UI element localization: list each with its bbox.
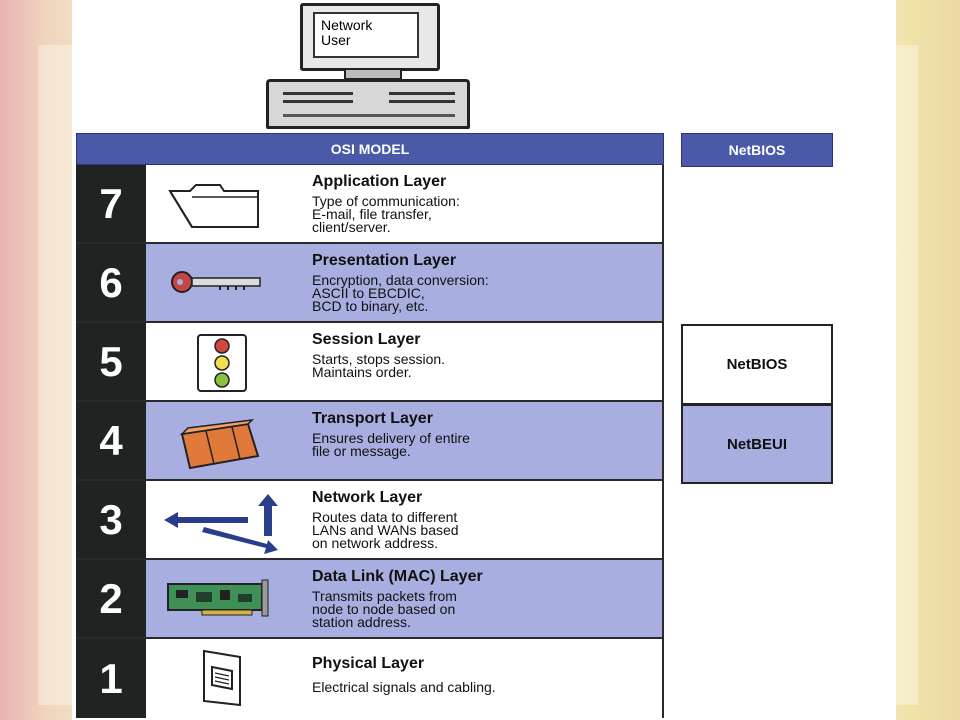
layer-3-row: 3 Network Layer Routes data to different… <box>76 481 664 560</box>
traffic-light-icon <box>197 334 247 392</box>
layer-number: 3 <box>76 481 146 558</box>
layer-title: Network Layer <box>312 489 423 506</box>
netbeui-box: NetBEUI <box>681 404 833 484</box>
monitor-icon: Network User <box>300 3 440 71</box>
osi-layers: 7 Application Layer Type of communicatio… <box>76 165 664 718</box>
osi-model-header: OSI MODEL <box>76 133 664 165</box>
screen-line-2: User <box>321 32 351 48</box>
layer-description: Transmits packets from node to node base… <box>312 588 457 630</box>
layer-number: 6 <box>76 244 146 321</box>
layer-number: 4 <box>76 402 146 479</box>
layer-1-row: 1 Physical Layer Electrical signals and … <box>76 639 664 718</box>
layer-description: Starts, stops session. Maintains order. <box>312 351 446 380</box>
layer-title: Session Layer <box>312 331 421 348</box>
layer-7-row: 7 Application Layer Type of communicatio… <box>76 165 664 244</box>
monitor-screen: Network User <box>313 12 419 58</box>
computer-case-icon <box>266 79 470 129</box>
netbios-header: NetBIOS <box>681 133 833 167</box>
layer-2-row: 2 Data Link (MAC) Layer Transmits packet… <box>76 560 664 639</box>
layer-title: Application Layer <box>312 173 447 190</box>
layer-description: Ensures delivery of entire file or messa… <box>312 430 470 459</box>
layer-number: 7 <box>76 165 146 242</box>
layer-description: Electrical signals and cabling. <box>312 679 496 695</box>
layer-title: Transport Layer <box>312 410 433 427</box>
layer-description: Routes data to different LANs and WANs b… <box>312 509 459 551</box>
screen-line-1: Network <box>321 17 373 33</box>
layer-description: Type of communication: E-mail, file tran… <box>312 193 460 235</box>
key-icon <box>171 271 261 293</box>
network-card-icon <box>167 579 269 617</box>
layer-title: Physical Layer <box>312 655 425 672</box>
layer-title: Data Link (MAC) Layer <box>312 568 483 585</box>
layer-5-row: 5 Session Layer Starts, stops session. M… <box>76 323 664 402</box>
layer-6-row: 6 Presentation Layer Encryption, data co… <box>76 244 664 323</box>
layer-number: 5 <box>76 323 146 400</box>
layer-description: Encryption, data conversion: ASCII to EB… <box>312 272 489 314</box>
layer-number: 2 <box>76 560 146 637</box>
layer-title: Presentation Layer <box>312 252 457 269</box>
folder-icon <box>168 184 259 228</box>
netbios-box: NetBIOS <box>681 324 833 405</box>
network-jack-icon <box>203 649 241 707</box>
network-user-computer: Network User <box>266 3 476 129</box>
layer-4-row: 4 Transport Layer Ensures delivery of en… <box>76 402 664 481</box>
suitcase-icon <box>179 418 260 470</box>
arrows-icon <box>164 494 278 554</box>
layer-number: 1 <box>76 639 146 718</box>
slide: Network User OSI MODEL 7 Application Lay… <box>72 0 896 720</box>
